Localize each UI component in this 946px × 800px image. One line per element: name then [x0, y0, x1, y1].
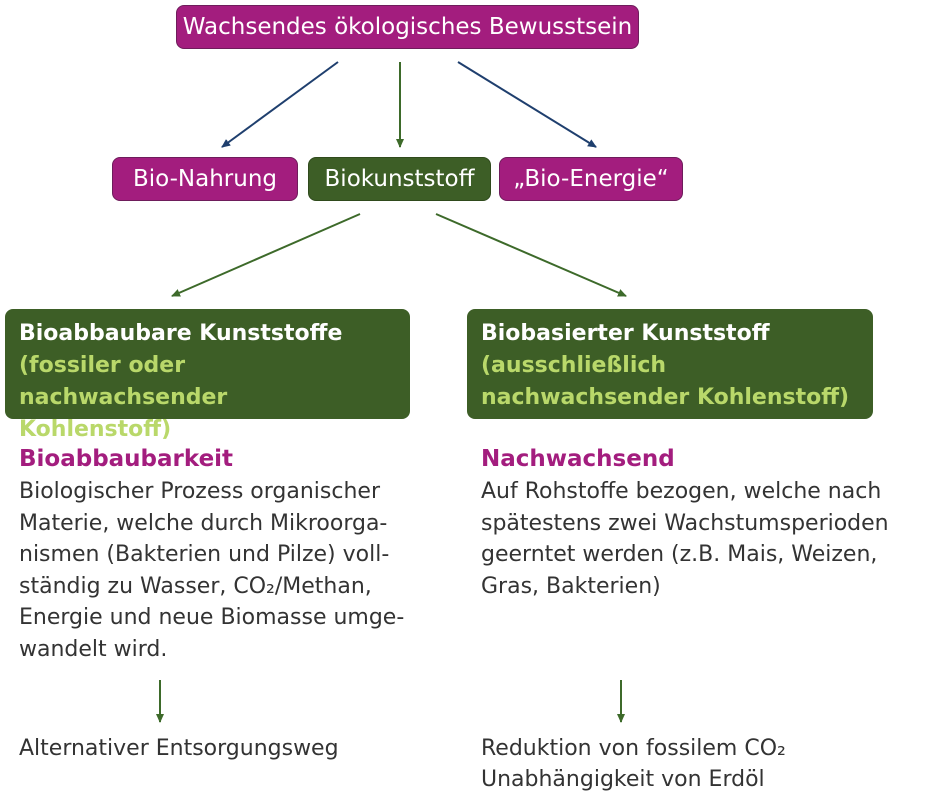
biobasierter-title: Biobasierter Kunststoff	[481, 321, 770, 346]
bio-energie-label: „Bio-Energie“	[513, 166, 669, 192]
left-result: Alternativer Entsorgungsweg	[19, 736, 339, 761]
bioabbaubare-title: Bioabbaubare Kunststoffe	[19, 321, 343, 346]
bio-nahrung-label: Bio-Nahrung	[132, 166, 278, 192]
arrow-to-bio-nahrung	[221, 61, 339, 148]
bio-nahrung-node: Bio-Nahrung	[112, 157, 298, 201]
arrow-to-bioabbaubare	[171, 213, 361, 297]
arrow-to-bio-energie	[457, 61, 597, 148]
biokunststoff-label: Biokunststoff	[324, 166, 475, 192]
biokunststoff-node: Biokunststoff	[308, 157, 491, 201]
top-node: Wachsendes ökologisches Bewusstsein	[176, 5, 639, 49]
nachwachsend-text: Auf Rohstoffe bezogen, welche nach späte…	[481, 479, 889, 599]
bioabbaubare-subtitle: (fossiler oder nachwachsender Kohlenstof…	[19, 353, 228, 442]
bioabbaubare-box: Bioabbaubare Kunststoffe (fossiler oder …	[5, 309, 410, 442]
right-result-line1: Reduktion von fossilem CO₂	[481, 736, 786, 761]
biobasierter-subtitle: (ausschließlich nachwachsender Kohlensto…	[481, 353, 850, 410]
bioabbaubarkeit-text: Biologischer Prozess organischer Materie…	[19, 479, 405, 662]
top-node-label: Wachsendes ökologisches Bewusstsein	[182, 14, 633, 40]
biobasierter-box: Biobasierter Kunststoff (ausschließlich …	[467, 309, 873, 419]
right-result-line2: Unabhängigkeit von Erdöl	[481, 767, 765, 792]
nachwachsend-heading: Nachwachsend	[481, 446, 675, 472]
arrow-to-biobasierter	[435, 213, 627, 297]
bioabbaubarkeit-heading: Bioabbaubarkeit	[19, 446, 234, 472]
bio-energie-node: „Bio-Energie“	[499, 157, 683, 201]
